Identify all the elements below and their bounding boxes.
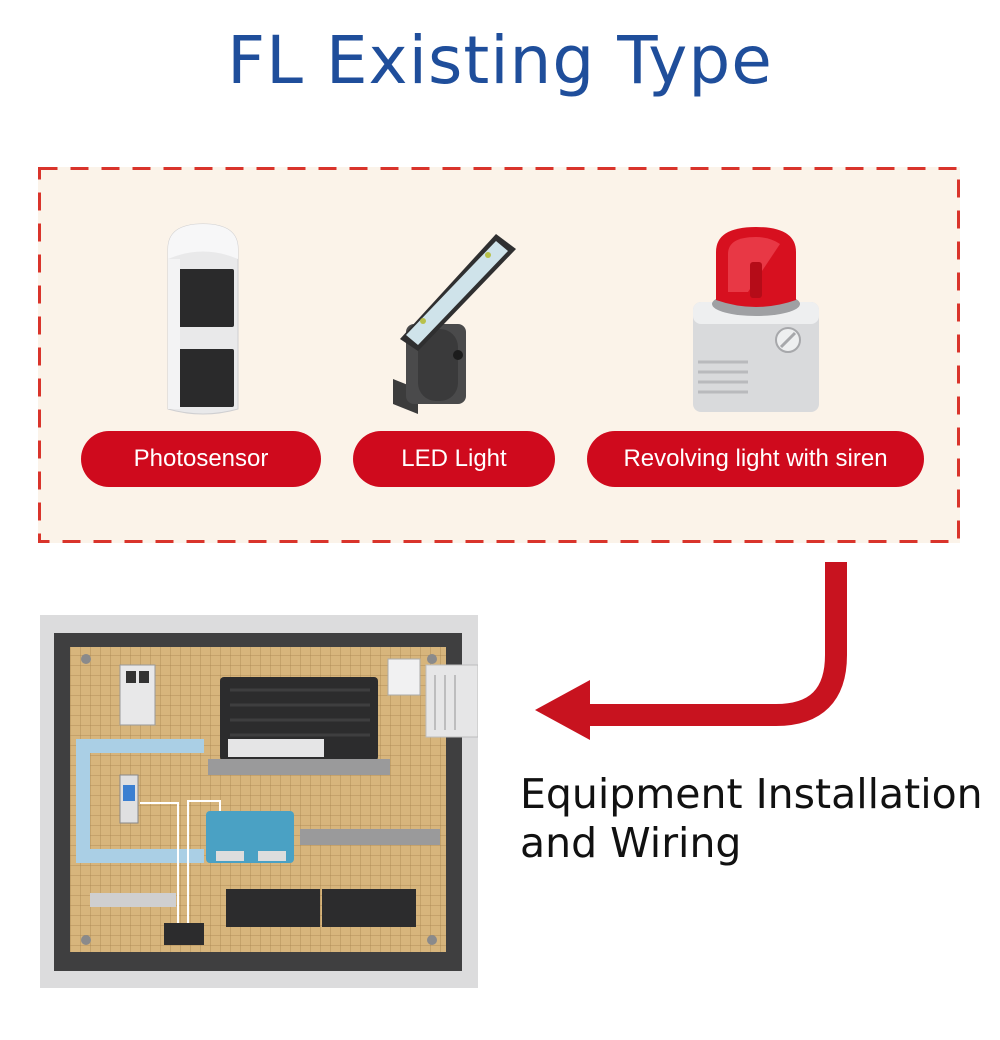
revolving-light-icon [693,227,819,412]
caption-line-1: Equipment Installation [520,770,983,818]
pill-revolving-light: Revolving light with siren [587,431,924,487]
caption: Equipment Installation and Wiring [520,770,983,868]
led-light-icon [393,234,516,414]
pill-photosensor: Photosensor [81,431,321,487]
pill-led-light: LED Light [353,431,555,487]
caption-line-2: and Wiring [520,819,742,867]
devices-group-box: Photosensor LED Light Revolving light wi… [38,167,960,543]
dashed-border [38,167,960,543]
photosensor-icon [167,223,239,415]
page-title: FL Existing Type [227,22,773,99]
control-panel-illustration [40,615,478,988]
arrow-icon [535,562,847,740]
